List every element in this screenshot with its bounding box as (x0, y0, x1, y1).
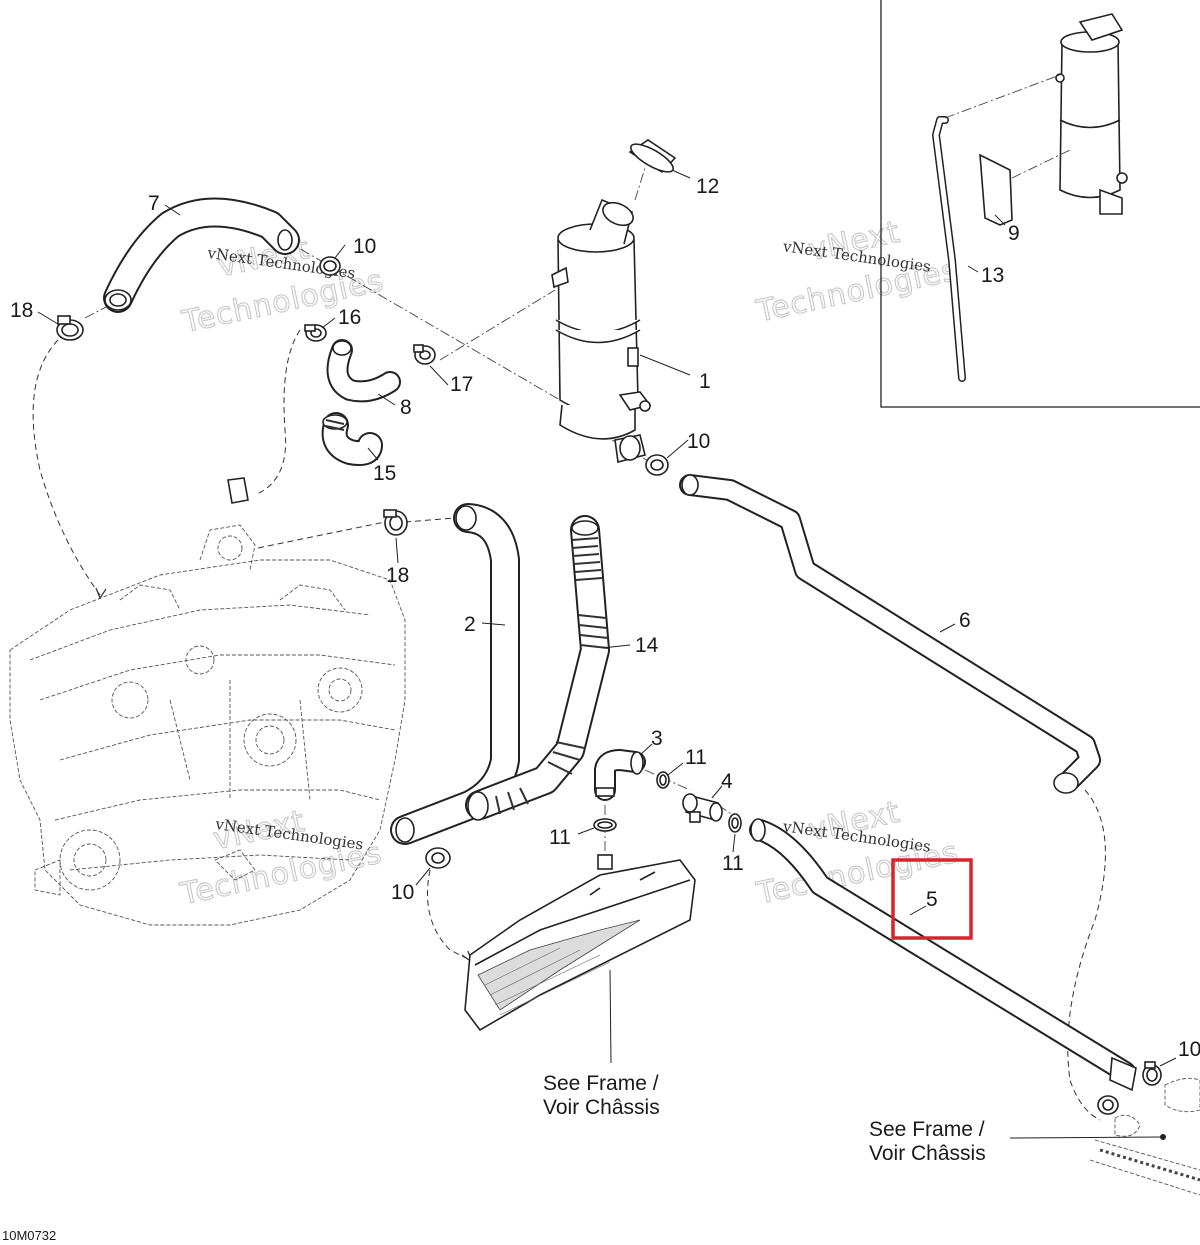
callout-11-a: 11 (685, 746, 707, 769)
leader-lines (37, 169, 1177, 1139)
coolant-tank (551, 198, 652, 464)
inset-tank (1055, 13, 1128, 215)
callout-labels: 7 10 18 16 17 8 12 1 10 15 18 2 14 6 3 1… (10, 175, 1200, 1061)
clamp-17 (413, 344, 436, 365)
callout-16: 16 (338, 306, 361, 329)
hose-7 (103, 197, 300, 313)
clamp-10-low (425, 847, 451, 869)
inset-detail (880, 0, 1200, 408)
watermark-2: vNext Technologies vNext Technologies (752, 214, 962, 330)
clamp-10-bottom-right (1142, 1061, 1162, 1086)
callout-18-top: 18 (10, 299, 33, 322)
callout-18-mid: 18 (386, 564, 409, 587)
callout-10-bottom-right: 10 (1178, 1038, 1200, 1061)
callout-15: 15 (373, 462, 396, 485)
fitting-4 (682, 793, 723, 823)
o-ring-11-a (656, 771, 670, 789)
drawing-code: 10M0732 (2, 1228, 56, 1243)
clamp-10-mid (645, 454, 669, 476)
callout-3: 3 (651, 727, 663, 750)
callout-5: 5 (926, 888, 938, 911)
callout-2: 2 (464, 613, 476, 636)
note-frame-left: See Frame / Voir Châssis (543, 1072, 660, 1119)
callout-11-c: 11 (722, 852, 744, 875)
note-frame-right-line2: Voir Châssis (869, 1142, 986, 1165)
callout-9: 9 (1008, 222, 1020, 245)
callout-14: 14 (635, 634, 659, 657)
o-ring-11-c (728, 813, 742, 833)
callout-1: 1 (699, 370, 711, 393)
callout-11-b: 11 (549, 826, 571, 849)
callout-4: 4 (721, 770, 733, 793)
clamp-18-top (56, 315, 84, 341)
clamp-10-top (319, 256, 341, 276)
callout-7: 7 (148, 192, 160, 215)
hose-15 (321, 412, 383, 467)
elbow-3 (594, 749, 646, 801)
cap-12 (628, 139, 677, 174)
callout-6: 6 (959, 609, 971, 632)
callout-10-low: 10 (391, 881, 414, 904)
radiator (464, 854, 696, 1032)
clamp-bottom-right-2 (1097, 1095, 1119, 1115)
callout-12: 12 (696, 175, 719, 198)
callout-8: 8 (400, 396, 412, 419)
hose-14 (465, 515, 610, 821)
hose-5 (749, 818, 1137, 1092)
clamp-18-mid (383, 509, 408, 536)
note-frame-left-line2: Voir Châssis (543, 1096, 660, 1119)
o-ring-11-b (593, 818, 617, 832)
note-frame-left-line1: See Frame / (543, 1072, 659, 1095)
engine-phantom (9, 477, 406, 926)
callout-13: 13 (981, 264, 1004, 287)
callout-17: 17 (450, 373, 473, 396)
hose-6 (679, 474, 1101, 794)
callout-10-top: 10 (353, 235, 376, 258)
note-frame-right-line1: See Frame / (869, 1118, 985, 1141)
callout-10-mid: 10 (687, 430, 710, 453)
highlight-box (891, 858, 973, 940)
hose-8 (326, 339, 401, 403)
note-frame-right: See Frame / Voir Châssis (869, 1118, 986, 1165)
clamp-16 (304, 324, 327, 342)
